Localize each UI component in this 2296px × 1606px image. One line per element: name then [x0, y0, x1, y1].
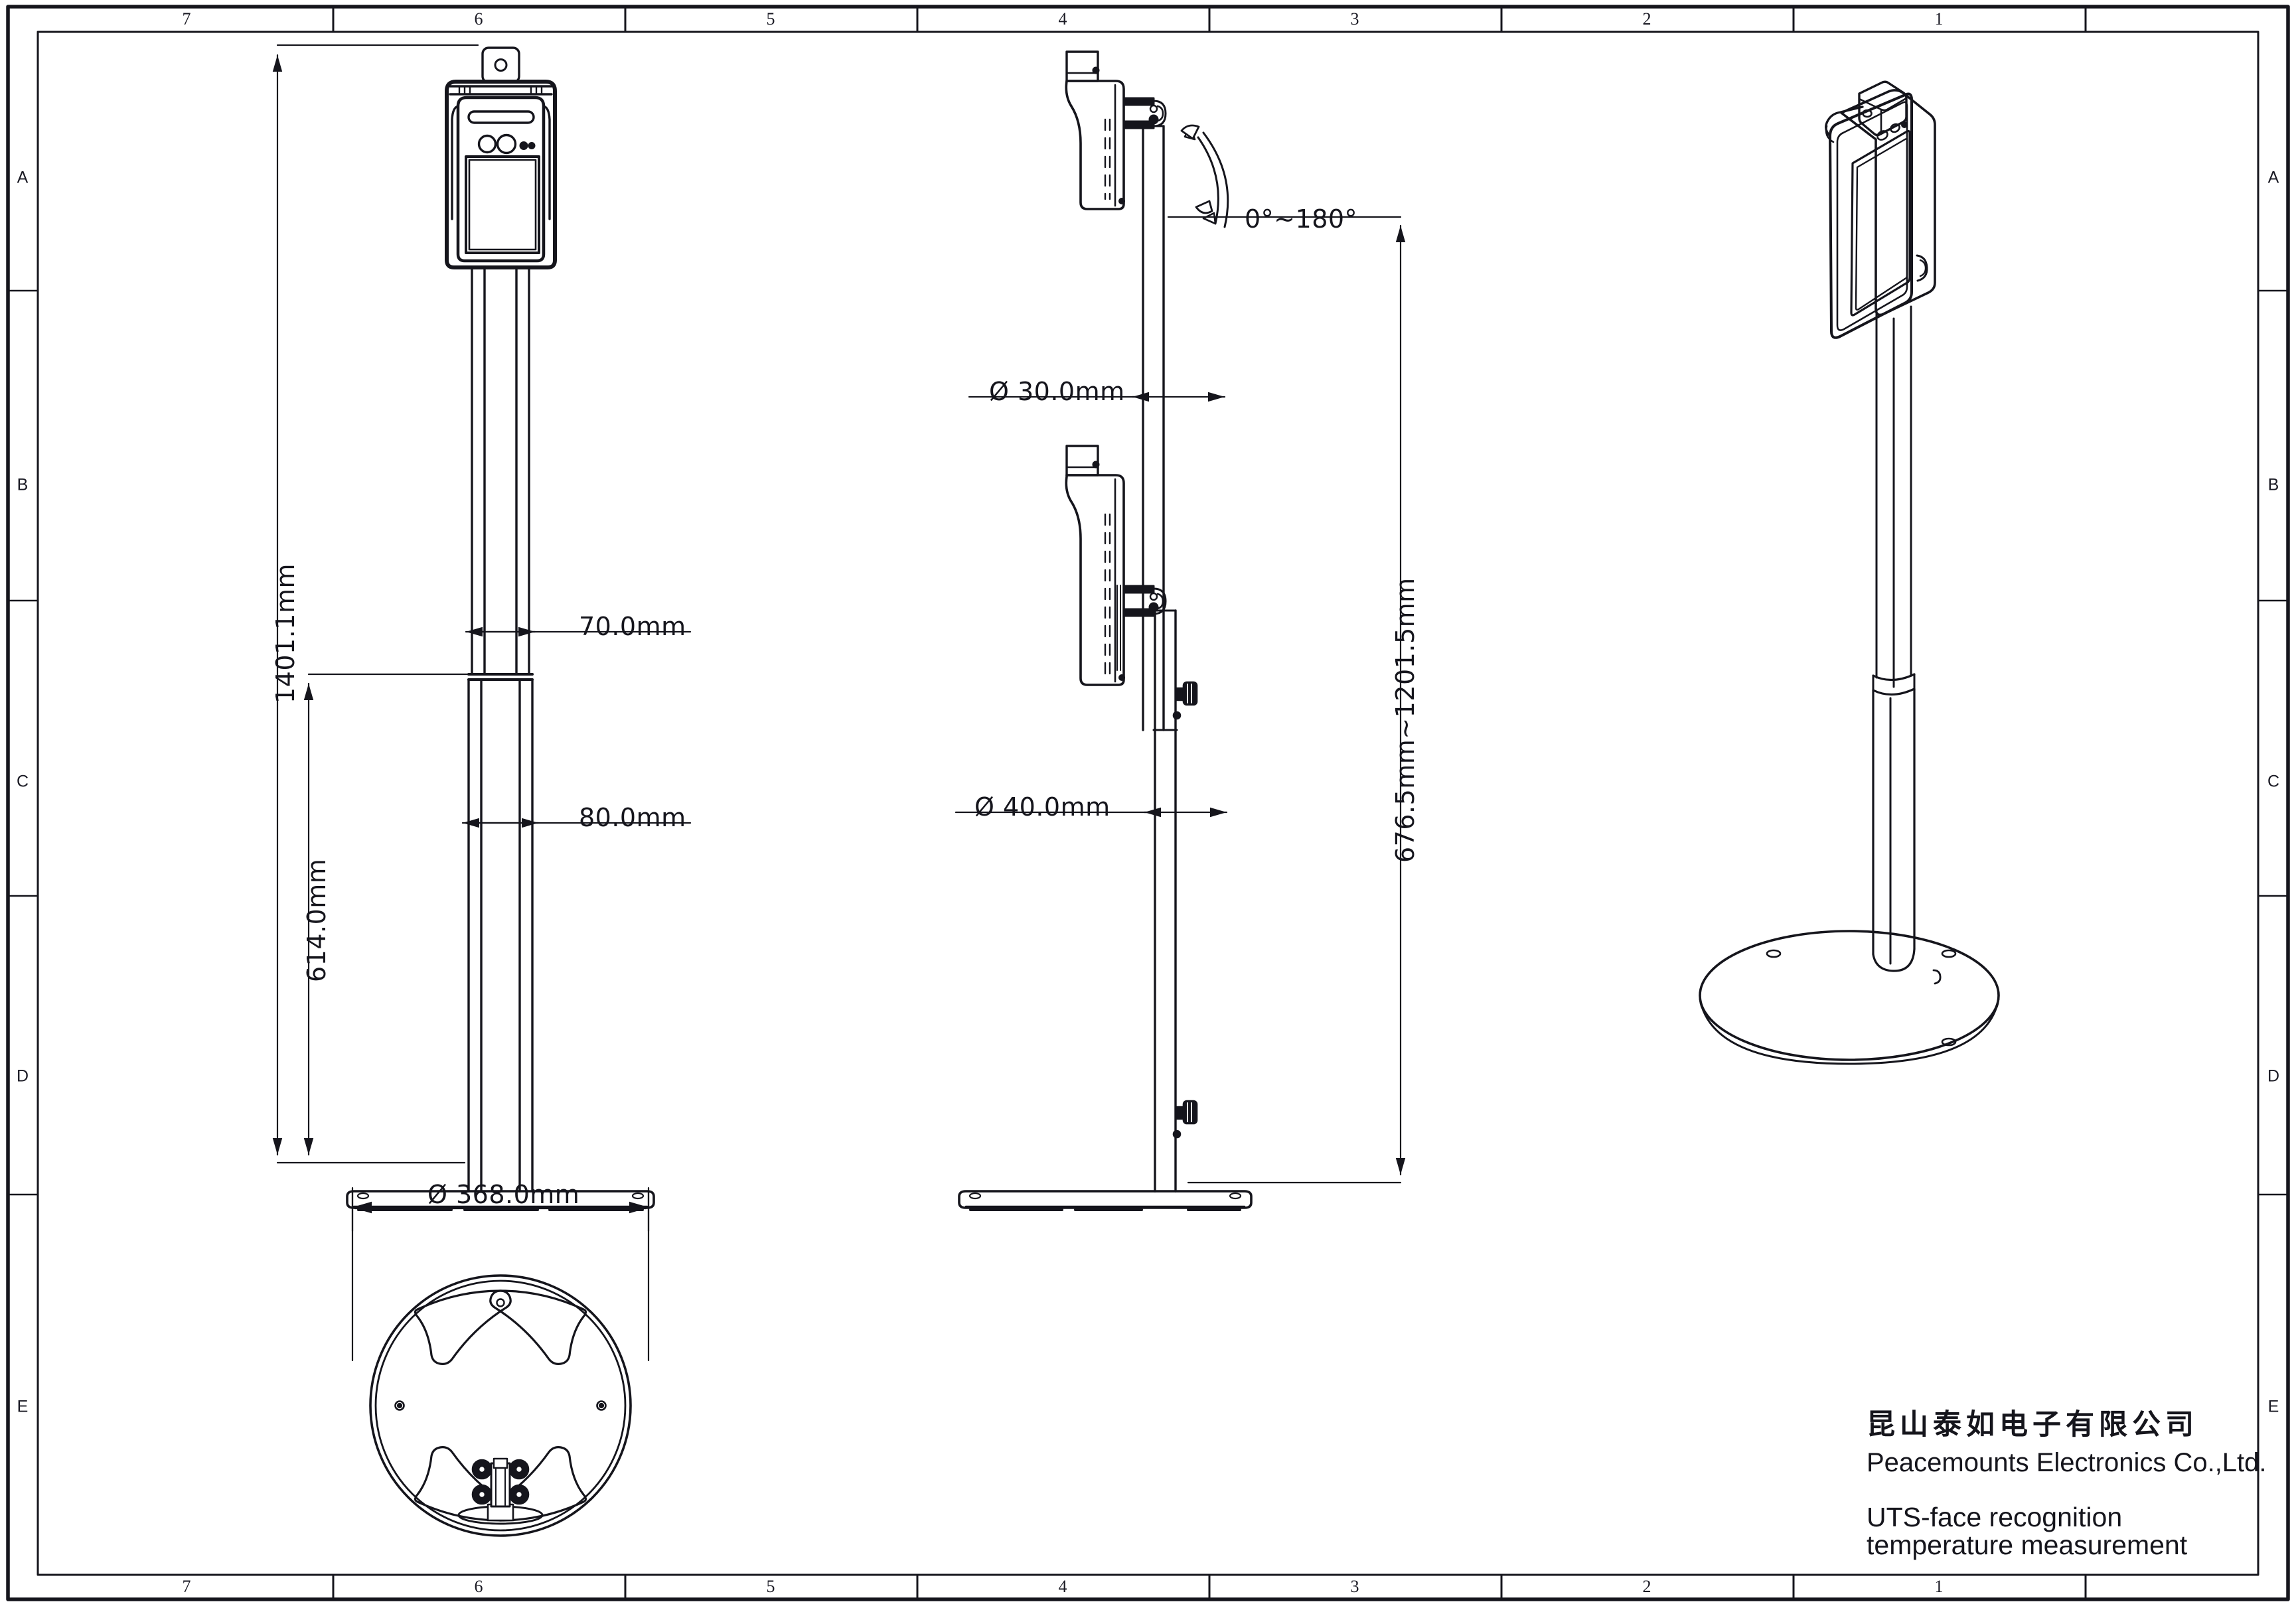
title-block-company-cn: 昆山泰如电子有限公司 — [1867, 1408, 2198, 1441]
dimension-lower-section-height: 614.0mm — [302, 858, 331, 982]
zone-col-bottom-6: 6 — [474, 1577, 483, 1596]
zone-row-right-d: D — [2267, 1066, 2280, 1086]
zone-col-bottom-2: 2 — [1642, 1577, 1651, 1596]
zone-col-top-3: 3 — [1350, 9, 1359, 29]
zone-col-top-2: 2 — [1642, 9, 1651, 29]
dimension-overall-height: 1401.1mm — [271, 563, 300, 703]
zone-col-top-5: 5 — [766, 9, 775, 29]
zone-row-left-c: C — [16, 772, 29, 791]
zone-row-right-e: E — [2267, 1397, 2279, 1416]
zone-col-bottom-1: 1 — [1934, 1577, 1944, 1596]
zone-col-top-1: 1 — [1934, 9, 1944, 29]
title-block-company-en: Peacemounts Electronics Co.,Ltd. — [1867, 1448, 2267, 1477]
dimension-lower-tube-diameter: Ø 40.0mm — [974, 792, 1110, 822]
dimension-tilt-angle: 0°~180° — [1245, 204, 1358, 234]
zone-row-right-a: A — [2267, 168, 2279, 187]
zone-row-right-c: C — [2267, 772, 2280, 791]
title-block-product-line-2: temperature measurement — [1867, 1530, 2188, 1560]
zone-col-bottom-7: 7 — [182, 1577, 191, 1596]
base-diameter-dim-line — [351, 1190, 650, 1232]
front-view-dimensions — [272, 44, 692, 1362]
side-elevation-view — [958, 50, 1253, 1211]
zone-col-top-4: 4 — [1058, 9, 1067, 29]
zone-row-left-d: D — [16, 1066, 29, 1086]
dimension-base-diameter: Ø 368.0mm — [427, 1180, 580, 1209]
sheet-frame — [6, 5, 2290, 1601]
side-view-dimensions — [955, 216, 1406, 1184]
dimension-upper-tube-diameter: Ø 30.0mm — [989, 377, 1125, 406]
zone-row-left-e: E — [17, 1397, 29, 1416]
front-elevation-view — [346, 46, 655, 1211]
zone-row-right-b: B — [2267, 475, 2279, 494]
zone-row-left-b: B — [17, 475, 29, 494]
tilt-angle-arc — [1180, 124, 1229, 228]
zone-col-bottom-3: 3 — [1350, 1577, 1359, 1596]
dimension-upper-pole-width: 70.0mm — [579, 612, 686, 641]
zone-col-top-6: 6 — [474, 9, 483, 29]
zone-col-bottom-5: 5 — [766, 1577, 775, 1596]
zone-col-top-7: 7 — [182, 9, 191, 29]
base-plate-bottom-view — [369, 1274, 632, 1537]
zone-row-left-a: A — [17, 168, 29, 187]
dimension-adjustable-range: 676.5mm~1201.5mm — [1391, 577, 1420, 863]
isometric-3d-view — [1699, 80, 2000, 1065]
title-block-product-line-1: UTS-face recognition — [1867, 1502, 2123, 1532]
dimension-lower-pole-width: 80.0mm — [579, 803, 686, 832]
zone-col-bottom-4: 4 — [1058, 1577, 1067, 1596]
